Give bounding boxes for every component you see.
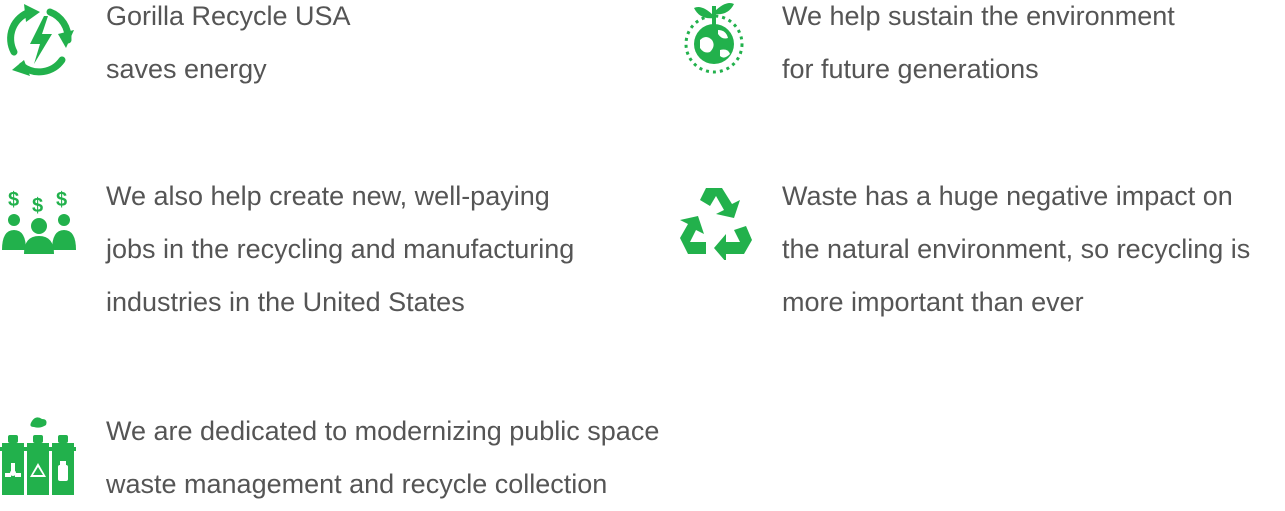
feature-text: We are dedicated to modernizing public s… (106, 405, 659, 511)
feature-line: for future generations (782, 54, 1039, 84)
feature-line: We also help create new, well-paying (106, 181, 550, 211)
feature-energy: Gorilla Recycle USA saves energy (0, 0, 620, 110)
feature-line: waste management and recycle collection (106, 469, 608, 499)
feature-line: We are dedicated to modernizing public s… (106, 416, 660, 446)
waste-bins-icon (0, 415, 80, 495)
feature-line: the natural environment, so recycling is (782, 234, 1251, 264)
feature-waste-impact: Waste has a huge negative impact on the … (676, 180, 1285, 340)
feature-text: Waste has a huge negative impact on the … (782, 170, 1250, 329)
feature-line: jobs in the recycling and manufacturing (106, 234, 575, 264)
people-money-icon: $ $ $ (0, 180, 80, 260)
svg-text:$: $ (8, 189, 19, 211)
feature-environment: We help sustain the environment for futu… (676, 0, 1285, 110)
feature-line: Gorilla Recycle USA (106, 1, 351, 31)
feature-line: saves energy (106, 54, 267, 84)
feature-waste-management: We are dedicated to modernizing public s… (0, 415, 720, 499)
feature-line: more important than ever (782, 287, 1084, 317)
feature-line: industries in the United States (106, 287, 465, 317)
feature-text: Gorilla Recycle USA saves energy (106, 0, 351, 96)
feature-text: We also help create new, well-paying job… (106, 170, 574, 329)
svg-text:$: $ (32, 195, 43, 217)
feature-text: We help sustain the environment for futu… (782, 0, 1175, 96)
svg-text:$: $ (56, 189, 67, 211)
feature-jobs: $ $ $ We also help create new, well-payi… (0, 180, 620, 340)
recycle-energy-icon (0, 0, 80, 80)
recycle-symbol-icon (676, 180, 756, 260)
feature-line: Waste has a huge negative impact on (782, 181, 1233, 211)
earth-sprout-icon (676, 0, 756, 80)
feature-line: We help sustain the environment (782, 1, 1175, 31)
